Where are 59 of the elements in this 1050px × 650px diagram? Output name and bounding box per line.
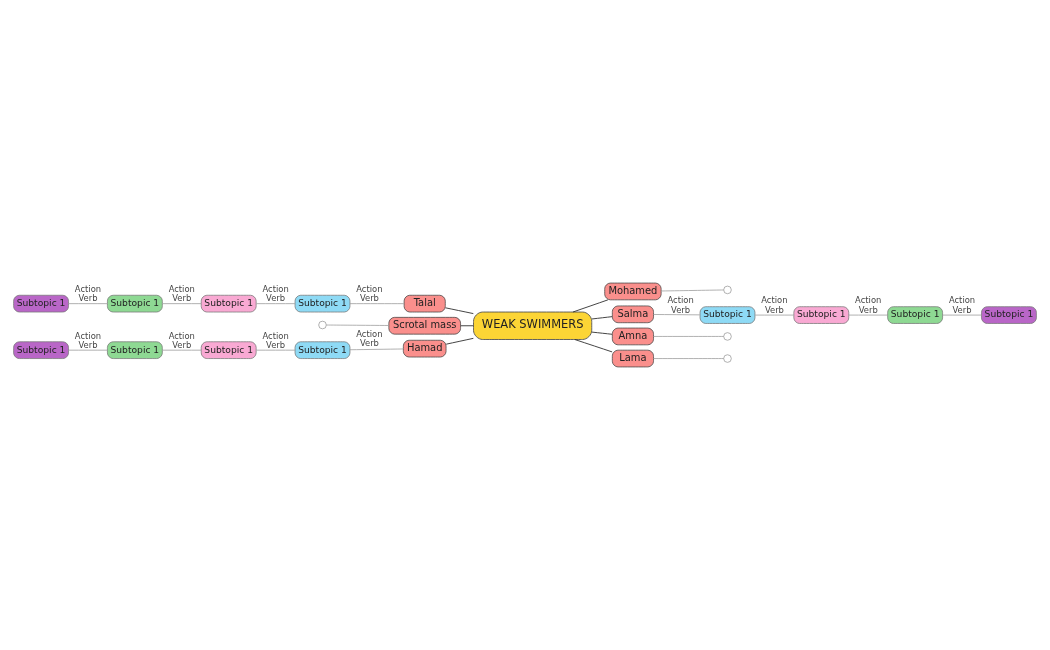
node-circle — [318, 320, 327, 330]
edge-label: Action Verb — [74, 330, 102, 350]
edge-label: Action Verb — [667, 295, 694, 315]
edge-label: Action Verb — [168, 284, 195, 304]
connector — [653, 314, 701, 316]
connector — [326, 324, 390, 326]
node-box: Subtopic 1 — [13, 294, 69, 313]
node-box: Subtopic 1 — [200, 341, 257, 359]
node-box: Subtopic 1 — [13, 341, 69, 359]
connector — [660, 289, 724, 292]
connector — [754, 314, 795, 316]
edge-label: Action Verb — [356, 284, 383, 304]
node-box: Lama — [611, 349, 654, 368]
node-circle — [723, 332, 732, 341]
connector — [942, 314, 982, 316]
connector — [162, 303, 202, 304]
node-box: Amna — [611, 327, 654, 346]
connector — [848, 314, 888, 316]
node-box: Subtopic 1 — [793, 306, 850, 324]
connector — [68, 303, 108, 304]
edge-label: Action Verb — [74, 284, 102, 304]
edge-label: Action Verb — [356, 329, 383, 349]
connector — [162, 349, 202, 351]
node-box: Mohamed — [604, 282, 662, 301]
node-box: Subtopic 1 — [887, 306, 943, 324]
connector — [653, 358, 724, 359]
node-box: Subtopic 1 — [294, 294, 351, 313]
connector — [460, 325, 474, 327]
connector — [591, 316, 613, 320]
connector — [68, 349, 108, 351]
connector — [445, 337, 474, 345]
node-box: Scrotal mass — [388, 317, 461, 335]
node-box: Subtopic 1 — [107, 294, 163, 313]
connector — [256, 303, 296, 304]
edge-label: Action Verb — [761, 295, 788, 315]
node-box: Hamad — [402, 339, 447, 358]
connector — [349, 303, 405, 304]
node-box: Subtopic 1 — [200, 294, 257, 313]
node-box: Salma — [611, 305, 654, 324]
connector — [349, 348, 404, 351]
edge-label: Action Verb — [855, 295, 882, 315]
connector — [653, 336, 724, 337]
connector — [445, 307, 474, 315]
node-circle — [723, 285, 732, 295]
connector — [256, 349, 296, 351]
node-box: Subtopic 1 — [699, 306, 756, 324]
edge-label: Action Verb — [262, 330, 289, 350]
node-box: WEAK SWIMMERS — [473, 311, 593, 340]
node-box: Subtopic 1 — [294, 341, 351, 359]
node-circle — [723, 354, 732, 363]
connector — [572, 299, 609, 313]
edge-label: Action Verb — [262, 284, 289, 304]
edge-label: Action Verb — [948, 295, 976, 315]
node-box: Subtopic 1 — [981, 306, 1037, 324]
node-box: Subtopic 1 — [107, 341, 163, 359]
edge-label: Action Verb — [168, 330, 195, 350]
connector — [574, 339, 613, 353]
node-box: Talal — [403, 294, 446, 313]
connector — [591, 331, 613, 335]
